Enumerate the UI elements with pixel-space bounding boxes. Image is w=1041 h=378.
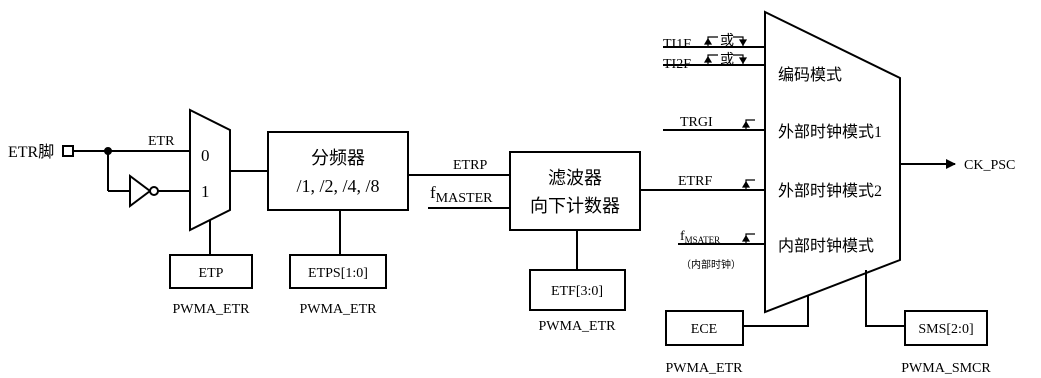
trgi-label: TRGI	[680, 115, 713, 130]
etrf-label: ETRF	[678, 174, 712, 189]
mode-encoder: 编码模式	[778, 66, 842, 84]
sms-register: PWMA_SMCR	[901, 361, 991, 376]
ece-label: ECE	[691, 322, 717, 337]
etf-box	[529, 269, 626, 311]
etrp-label: ETRP	[453, 158, 487, 173]
ece-register: PWMA_ETR	[666, 361, 744, 376]
sms-box	[904, 310, 988, 346]
fmsater-label: fMSATER	[680, 229, 720, 245]
filter-downcounter-box	[509, 151, 641, 231]
etf-register: PWMA_ETR	[539, 319, 617, 334]
ti1f-or: 或	[720, 33, 734, 49]
sms-label: SMS[2:0]	[918, 322, 973, 337]
fmaster-label: fMASTER	[430, 183, 493, 206]
mux-input-1: 1	[201, 182, 210, 201]
etp-register: PWMA_ETR	[173, 302, 251, 317]
etr-signal-label: ETR	[148, 134, 175, 149]
inverter-bubble	[149, 186, 159, 196]
etr-pin-square	[62, 145, 74, 157]
etr-pin-label: ETR脚	[8, 143, 54, 161]
mux-input-0: 0	[201, 146, 210, 165]
inverter-symbol	[129, 174, 152, 208]
ti1f-label: TI1F	[663, 37, 691, 52]
etf-label: ETF[3:0]	[551, 284, 603, 299]
internal-clock-note: （内部时钟）	[681, 258, 741, 271]
etp-box	[169, 254, 253, 289]
prescaler-box	[267, 131, 409, 211]
filter-line1: 滤波器	[548, 168, 602, 188]
filter-line2: 向下计数器	[530, 196, 620, 216]
etr-polarity-mux	[189, 108, 231, 232]
ece-box	[665, 310, 744, 346]
prescaler-ratios: /1, /2, /4, /8	[296, 176, 379, 196]
mode-external-1: 外部时钟模式1	[778, 123, 882, 141]
ti2f-label: TI2F	[663, 57, 691, 72]
ti2f-or: 或	[720, 52, 734, 68]
etps-label: ETPS[1:0]	[308, 266, 368, 281]
etps-box	[289, 254, 387, 289]
clock-mode-mux	[764, 10, 901, 314]
ck-psc-label: CK_PSC	[964, 158, 1015, 173]
mode-internal: 内部时钟模式	[778, 237, 874, 255]
prescaler-title: 分频器	[311, 148, 365, 168]
etp-label: ETP	[199, 266, 224, 281]
etps-register: PWMA_ETR	[300, 302, 378, 317]
mode-external-2: 外部时钟模式2	[778, 182, 882, 200]
